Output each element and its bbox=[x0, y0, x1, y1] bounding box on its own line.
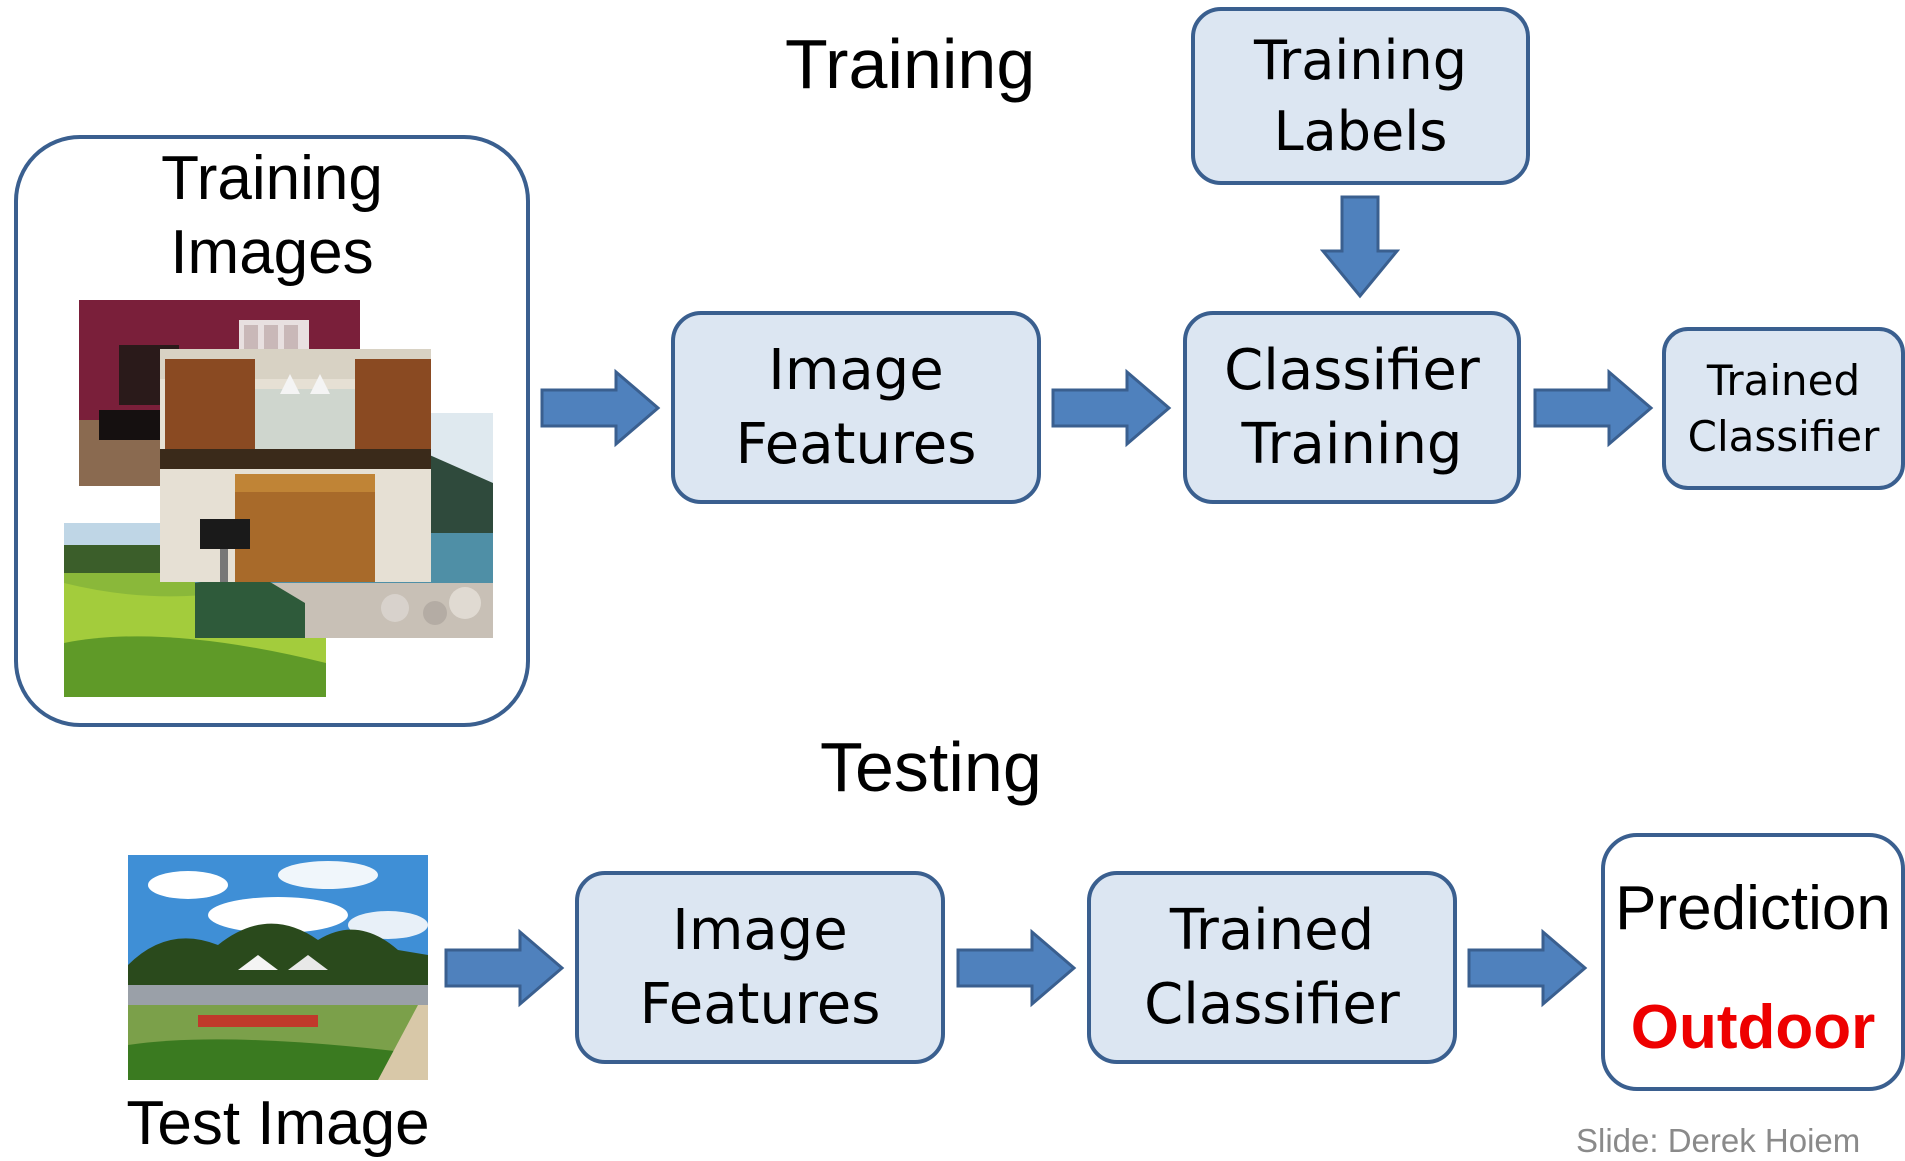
slide-credit: Slide: Derek Hoiem bbox=[1576, 1122, 1861, 1159]
training-images-label: Training Images bbox=[14, 142, 530, 291]
trained-classifier-output-line1: Trained bbox=[1706, 356, 1861, 406]
testing-title: Testing bbox=[820, 728, 1042, 806]
prediction-value: Outdoor bbox=[1630, 993, 1876, 1062]
training-images-label-line2: Images bbox=[170, 218, 374, 288]
testing-image-features-box: Image Features bbox=[575, 871, 945, 1064]
training-labels-line2: Labels bbox=[1273, 100, 1448, 163]
prediction-label: Prediction bbox=[1615, 874, 1891, 943]
right-arrow-icon bbox=[1533, 368, 1654, 448]
testing-trained-classifier-line2: Classifier bbox=[1144, 971, 1400, 1037]
prediction-box bbox=[1601, 833, 1905, 1091]
training-labels-box: Training Labels bbox=[1191, 7, 1530, 185]
classifier-training-line2: Training bbox=[1241, 411, 1463, 477]
testing-features-line1: Image bbox=[672, 897, 848, 963]
training-images-label-line1: Training bbox=[161, 144, 383, 213]
trained-classifier-output-line2: Classifier bbox=[1687, 411, 1880, 461]
right-arrow-icon bbox=[1051, 368, 1172, 448]
kitchen-photo bbox=[160, 349, 431, 582]
right-arrow-icon bbox=[540, 368, 661, 448]
right-arrow-icon bbox=[956, 928, 1077, 1008]
right-arrow-icon bbox=[444, 928, 565, 1008]
testing-features-line2: Features bbox=[639, 971, 881, 1037]
training-features-line2: Features bbox=[735, 411, 977, 477]
testing-trained-classifier-box: Trained Classifier bbox=[1087, 871, 1457, 1064]
trained-classifier-output-box: Trained Classifier bbox=[1662, 327, 1905, 490]
down-arrow-icon bbox=[1320, 195, 1400, 299]
test-image-caption: Test Image bbox=[126, 1089, 430, 1158]
classifier-training-line1: Classifier bbox=[1224, 337, 1480, 403]
training-image-features-box: Image Features bbox=[671, 311, 1041, 504]
training-features-line1: Image bbox=[768, 337, 944, 403]
right-arrow-icon bbox=[1467, 928, 1588, 1008]
testing-trained-classifier-line1: Trained bbox=[1169, 897, 1375, 963]
training-title: Training bbox=[785, 25, 1036, 103]
classifier-training-box: Classifier Training bbox=[1183, 311, 1521, 504]
park-photo bbox=[128, 855, 428, 1080]
training-labels-line1: Training bbox=[1253, 28, 1468, 92]
